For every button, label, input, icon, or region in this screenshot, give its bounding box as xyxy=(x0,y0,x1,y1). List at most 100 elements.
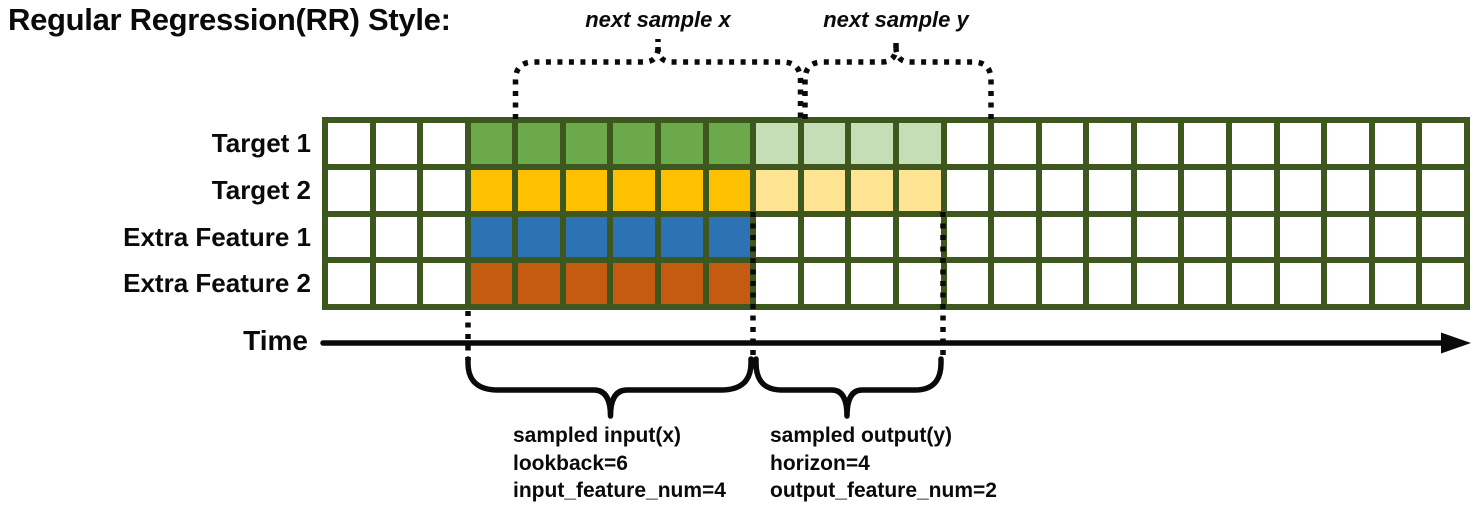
row-label-extra-feature-2: Extra Feature 2 xyxy=(123,268,311,299)
next-sample-y-brace xyxy=(802,39,994,119)
grid-cell-empty xyxy=(803,216,846,258)
grid-cell-empty xyxy=(1184,216,1227,258)
grid-cell-empty xyxy=(328,169,370,211)
grid-cell-input xyxy=(565,169,608,211)
grid-cell-input xyxy=(708,216,751,258)
time-axis-arrowhead xyxy=(1441,332,1471,354)
grid-cell-empty xyxy=(1136,263,1179,304)
grid-cell-output xyxy=(898,123,941,164)
sampled-input-line3: input_feature_num=4 xyxy=(513,479,726,502)
grid-cell-empty xyxy=(375,169,418,211)
grid-cell-output xyxy=(851,123,893,164)
grid-cell-empty xyxy=(898,216,941,258)
grid-cell-empty xyxy=(898,263,941,304)
grid-cell-empty xyxy=(1041,216,1084,258)
grid-cell-empty xyxy=(1136,216,1179,258)
grid-cell-empty xyxy=(994,216,1036,258)
grid-cell-output xyxy=(756,169,798,211)
sampled-output-annotation: sampled output(y) horizon=4 output_featu… xyxy=(770,422,997,505)
grid-cell-empty xyxy=(803,263,846,304)
grid-cell-empty xyxy=(1374,263,1417,304)
grid-cell-empty xyxy=(1327,263,1369,304)
grid-cell-empty xyxy=(1232,216,1274,258)
grid-cell-input xyxy=(565,123,608,164)
grid-cell-empty xyxy=(423,123,465,164)
grid-cell-empty xyxy=(1089,216,1131,258)
grid-cell-input xyxy=(613,169,656,211)
grid-cell-input xyxy=(518,169,560,211)
time-axis-label: Time xyxy=(243,325,308,356)
grid-cell-input xyxy=(708,263,751,304)
grid-cell-input xyxy=(613,263,656,304)
grid-cell-empty xyxy=(1041,263,1084,304)
sampled-input-line2: lookback=6 xyxy=(513,451,628,475)
grid-cell-empty xyxy=(756,263,798,304)
grid-cell-empty xyxy=(1422,216,1464,258)
grid-cell-empty xyxy=(1089,123,1131,164)
grid-cell-empty xyxy=(1422,263,1464,304)
grid-cell-empty xyxy=(1232,263,1274,304)
grid-cell-output xyxy=(851,169,893,211)
grid-cell-empty xyxy=(1327,216,1369,258)
grid-cell-empty xyxy=(994,123,1036,164)
grid-cell-empty xyxy=(1041,169,1084,211)
grid-cell-empty xyxy=(946,263,989,304)
row-label-target-1: Target 1 xyxy=(211,128,311,158)
grid-cell-empty xyxy=(1374,169,1417,211)
grid-cell-input xyxy=(518,216,560,258)
grid-cell-empty xyxy=(1089,263,1131,304)
grid-cell-input xyxy=(661,123,703,164)
grid-cell-empty xyxy=(1327,169,1369,211)
grid-cell-empty xyxy=(1041,123,1084,164)
sampled-output-line3: output_feature_num=2 xyxy=(770,479,997,502)
grid-cell-empty xyxy=(1136,123,1179,164)
grid-cell-input xyxy=(661,263,703,304)
sampled-input-line1: sampled input(x) xyxy=(513,424,682,447)
grid-cell-empty xyxy=(328,123,370,164)
grid-cell-empty xyxy=(423,216,465,258)
grid-cell-empty xyxy=(994,169,1036,211)
grid-cell-output xyxy=(756,123,798,164)
grid-cell-empty xyxy=(1279,169,1322,211)
grid-cell-input xyxy=(613,123,656,164)
grid-cell-empty xyxy=(328,263,370,304)
grid-cell-empty xyxy=(946,216,989,258)
grid-cell-empty xyxy=(423,169,465,211)
grid-cell-empty xyxy=(1279,263,1322,304)
next-sample-y-label: next sample y xyxy=(823,7,969,32)
grid-cell-empty xyxy=(1184,123,1227,164)
grid-cell-empty xyxy=(1327,123,1369,164)
timeseries-grid xyxy=(322,117,1470,310)
grid-cell-empty xyxy=(375,263,418,304)
grid-cell-empty xyxy=(1422,123,1464,164)
sampled-output-line2: horizon=4 xyxy=(770,451,870,475)
page-title: Regular Regression(RR) Style: xyxy=(8,2,451,37)
grid-cell-output xyxy=(898,169,941,211)
row-label-extra-feature-1: Extra Feature 1 xyxy=(123,221,311,252)
grid-cell-input xyxy=(661,216,703,258)
grid-cell-output xyxy=(803,123,846,164)
grid-cell-input xyxy=(518,263,560,304)
grid-cell-empty xyxy=(946,123,989,164)
next-sample-x-brace xyxy=(512,39,804,119)
grid-cell-empty xyxy=(851,263,893,304)
grid-cell-input xyxy=(470,263,513,304)
grid-cell-input xyxy=(565,216,608,258)
grid-cell-input xyxy=(518,123,560,164)
grid-cell-empty xyxy=(375,216,418,258)
grid-cell-empty xyxy=(994,263,1036,304)
grid-cell-empty xyxy=(328,216,370,258)
next-sample-x-label: next sample x xyxy=(585,7,731,32)
grid-cell-input xyxy=(613,216,656,258)
grid-cell-empty xyxy=(1374,216,1417,258)
grid-cell-input xyxy=(470,216,513,258)
grid-cell-input xyxy=(708,169,751,211)
row-label-target-2: Target 2 xyxy=(211,174,311,205)
sampled-input-brace xyxy=(465,356,754,419)
grid-cell-input xyxy=(470,169,513,211)
grid-cell-empty xyxy=(1232,169,1274,211)
grid-cell-empty xyxy=(1232,123,1274,164)
grid-cell-input xyxy=(470,123,513,164)
grid-cell-input xyxy=(708,123,751,164)
